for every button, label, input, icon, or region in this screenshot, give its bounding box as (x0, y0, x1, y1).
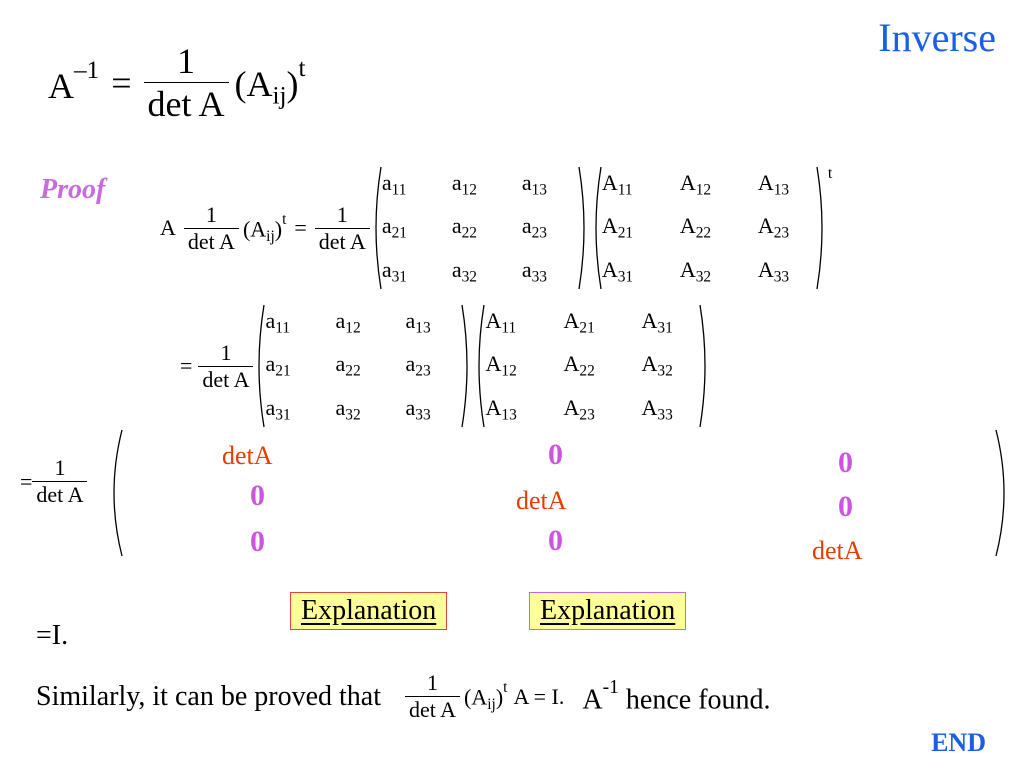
step2-a-entry: a22 (335, 351, 361, 380)
diag-det-1: detA (222, 441, 273, 470)
zero-r3c2: 0 (548, 524, 563, 557)
step1-a-entry: a31 (381, 256, 407, 286)
step1-a-entry: a13 (521, 169, 547, 199)
formula-fraction: 1 det A (143, 40, 229, 125)
step1-cofactor-entry: A12 (679, 169, 712, 199)
step2-a-entry: a31 (265, 394, 291, 424)
step2-a-entry: a33 (405, 394, 431, 424)
step2-a-entry: a32 (335, 394, 361, 424)
similarly-text: Similarly, it can be proved that (36, 680, 381, 712)
step2-cofactor-entry: A22 (563, 351, 595, 380)
explanation-button-2[interactable]: Explanation (529, 592, 687, 630)
step3-left-paren (113, 429, 123, 557)
step2-matrix-a: a11 a12 a13 a21 a22 a23 a31 a32 a33 (253, 303, 473, 429)
step1-fraction-2: 1 det A (314, 202, 370, 255)
step1-matrix-a: a11 a12 a13 a21 a22 a23 a31 a32 a33 (370, 165, 590, 291)
step1-cofactor-entry: A21 (601, 213, 634, 242)
result-identity: =I. (36, 620, 69, 651)
formula-adjugate: (Aij)t (234, 54, 306, 110)
inverse-formula: A–1 = 1 det A (Aij)t (48, 40, 306, 125)
similarly-line: Similarly, it can be proved that 1 det A… (36, 670, 771, 723)
step2-cofactor-entry: A33 (641, 394, 673, 424)
step2-a-entry: a13 (405, 307, 431, 337)
similarly-fraction: 1 det A (404, 670, 461, 723)
end-link[interactable]: END (931, 728, 986, 757)
step1-adjugate: (Aij)t (242, 210, 287, 245)
step2-a-entry: a12 (335, 307, 361, 337)
zero-r2c1: 0 (250, 479, 265, 512)
step2-cofactor-entry: A13 (485, 394, 517, 424)
step1-fraction: 1 det A (183, 202, 239, 255)
step2-cofactor-entry: A32 (641, 351, 673, 380)
step3-eq: = (20, 468, 33, 494)
proof-label: Proof (40, 174, 106, 205)
formula-lhs: A–1 (48, 57, 100, 107)
step1-cofactor-entry: A11 (601, 169, 633, 199)
step1-cofactor-entry: A32 (679, 256, 712, 286)
step2-a-entry: a11 (265, 307, 291, 337)
step2-cofactor-entry: A23 (563, 394, 595, 424)
step1-cofactor-entry: A23 (757, 213, 790, 242)
diag-det-2: detA (516, 486, 567, 515)
similarly-tail: A = I. (513, 683, 565, 709)
zero-r1c2: 0 (548, 438, 563, 471)
step2-fraction: 1 det A (198, 340, 254, 393)
page-title: Inverse (878, 15, 996, 60)
step1-a-entry: a12 (451, 169, 477, 199)
step2-cofactor-entry: A11 (485, 307, 517, 337)
step1-a-entry: a11 (381, 169, 407, 199)
step1-cofactor-entry: A33 (757, 256, 790, 286)
similarly-adjugate: (Aij)t (464, 679, 508, 713)
step1-a-entry: a33 (521, 256, 547, 286)
step2-cofactor-entry: A31 (641, 307, 673, 337)
zero-r3c1: 0 (250, 525, 265, 558)
step1-a-entry: a32 (451, 256, 477, 286)
step1-a-entry: a23 (521, 213, 547, 242)
step1-cofactor-entry: A22 (679, 213, 712, 242)
proof-step-2: = 1 det A a11 a12 a13 a21 a22 a23 a31 a32 a33 A1… (180, 303, 711, 429)
step2-a-entry: a23 (405, 351, 431, 380)
step1-a-entry: a22 (451, 213, 477, 242)
step2-cofactor-entry: A12 (485, 351, 517, 380)
step3-fraction: 1 det A (32, 455, 88, 508)
step1-cofactor-entry: A31 (601, 256, 634, 286)
step2-eq: = (180, 353, 193, 378)
step2-a-entry: a21 (265, 351, 291, 380)
step3-right-paren (995, 429, 1005, 557)
formula-eq: = (111, 62, 132, 103)
hence-found: A-1 hence found. (582, 676, 771, 716)
step1-transpose: t (827, 165, 833, 182)
diag-det-3: detA (812, 536, 863, 565)
step1-cofactor-entry: A13 (757, 169, 790, 199)
proof-step-3: = 1 det A (20, 455, 88, 508)
zero-r1c3: 0 (838, 446, 853, 479)
step1-a-entry: a21 (381, 213, 407, 242)
step2-cofactor-entry: A21 (563, 307, 595, 337)
explanation-button-1[interactable]: Explanation (290, 592, 448, 630)
step1-eq: = (294, 215, 307, 240)
step1-A: A (160, 215, 176, 240)
zero-r2c3: 0 (838, 490, 853, 523)
